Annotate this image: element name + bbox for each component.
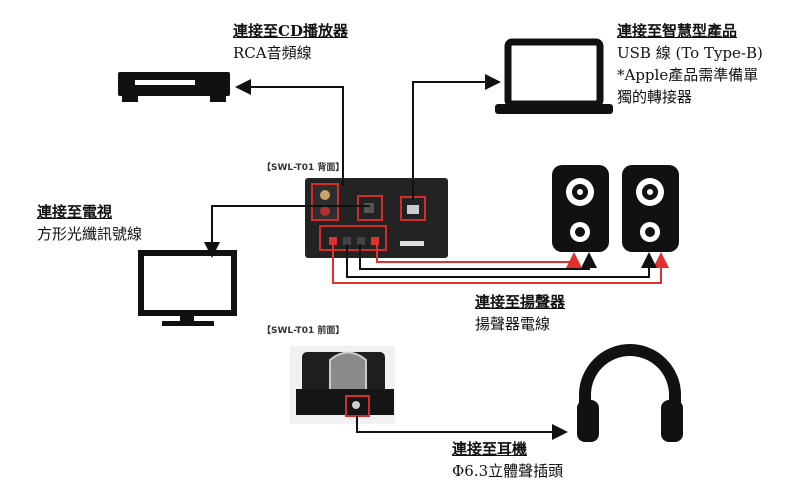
- smart-sub-2: *Apple產品需準備單: [617, 66, 759, 84]
- laptop-icon: [495, 38, 613, 114]
- speaker-wire-red-inner: [376, 244, 582, 268]
- rear-caption: 【SWL-T01 背面】: [262, 163, 345, 173]
- cd-title: 連接至CD播放器: [233, 22, 348, 40]
- speaker-wire-red-outer: [332, 244, 669, 284]
- tv-icon: [138, 250, 237, 326]
- tv-subtitle: 方形光纖訊號線: [37, 225, 143, 243]
- front-caption: 【SWL-T01 前面】: [262, 326, 345, 336]
- speaker-wire-black-outer: [346, 244, 657, 278]
- speaker-title: 連接至揚聲器: [475, 293, 566, 311]
- optical-cable-line: [204, 205, 370, 258]
- usb-cable-line: [412, 74, 501, 200]
- smart-label: 連接至智慧型產品 USB 線 (To Type-B) *Apple產品需準備單 …: [617, 20, 763, 108]
- speaker-right-icon: [622, 165, 679, 252]
- headphone-subtitle: Φ6.3立體聲插頭: [452, 462, 564, 480]
- headphones-icon: [577, 344, 683, 442]
- cd-subtitle: RCA音頻線: [233, 44, 312, 62]
- headphone-title: 連接至耳機: [452, 440, 528, 458]
- speaker-left-icon: [552, 165, 609, 252]
- headphone-label: 連接至耳機 Φ6.3立體聲插頭: [452, 438, 563, 482]
- rca-cable-line: [235, 79, 344, 186]
- smart-sub-3: 獨的轉接器: [617, 88, 693, 106]
- cd-player-icon: [118, 72, 230, 102]
- smart-sub-1: USB 線 (To Type-B): [617, 44, 763, 62]
- tv-label: 連接至電視 方形光纖訊號線: [37, 201, 142, 245]
- amplifier-front-photo: [290, 346, 395, 424]
- speaker-label: 連接至揚聲器 揚聲器電線: [475, 291, 565, 335]
- speaker-subtitle: 揚聲器電線: [475, 315, 551, 333]
- smart-title: 連接至智慧型產品: [617, 22, 738, 40]
- headphone-cable-line: [356, 416, 568, 440]
- tv-title: 連接至電視: [37, 203, 113, 221]
- speaker-wire-black-inner: [359, 244, 597, 270]
- cd-label: 連接至CD播放器 RCA音頻線: [233, 20, 348, 64]
